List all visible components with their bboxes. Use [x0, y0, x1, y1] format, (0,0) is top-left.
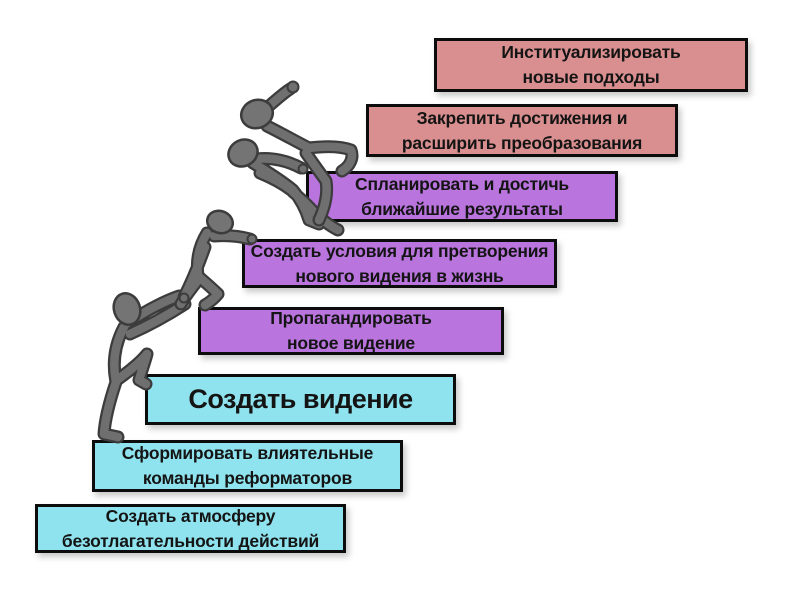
- step-box-4-communicate-vision: Пропагандировать новое видение: [198, 307, 504, 355]
- step-box-8-institutionalize: Институализировать новые подходы: [434, 38, 748, 92]
- step-box-2-form-coalition: Сформировать влиятельные команды реформа…: [92, 440, 403, 492]
- step-box-7-consolidate-gains: Закрепить достижения и расширить преобра…: [366, 104, 678, 157]
- step-box-6-short-term-wins: Спланировать и достичь ближайшие результ…: [306, 171, 618, 222]
- step-box-1-create-urgency: Создать атмосферу безотлагательности дей…: [35, 504, 346, 553]
- step-box-3-create-vision: Создать видение: [145, 374, 456, 425]
- step-box-5-enable-vision: Создать условия для претворения нового в…: [242, 239, 557, 288]
